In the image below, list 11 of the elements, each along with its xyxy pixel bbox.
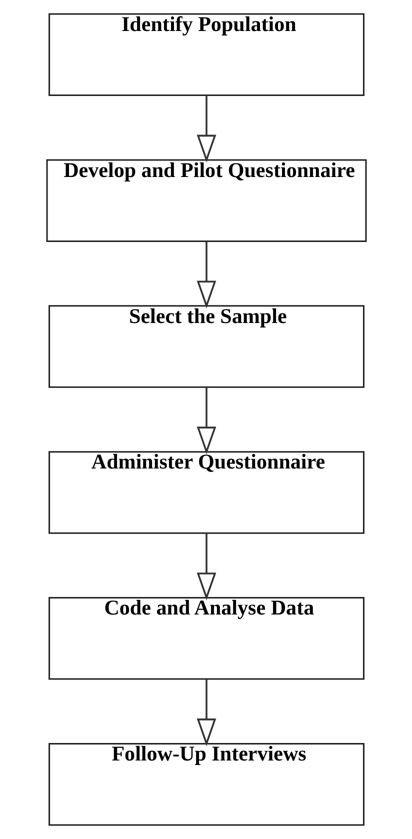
node-box: Code and Analyse Data xyxy=(48,597,364,680)
arrow xyxy=(196,679,216,746)
arrow xyxy=(196,242,216,308)
node-box: Develop and Pilot Questionnaire xyxy=(46,159,366,242)
node-box: Select the Sample xyxy=(48,305,364,388)
node-box: Administer Questionnaire xyxy=(48,451,364,534)
node-box: Follow-Up Interviews xyxy=(48,742,364,826)
arrow xyxy=(196,96,216,162)
arrow xyxy=(196,533,216,600)
arrow xyxy=(196,387,216,454)
node-box: Identify Population xyxy=(48,13,364,96)
